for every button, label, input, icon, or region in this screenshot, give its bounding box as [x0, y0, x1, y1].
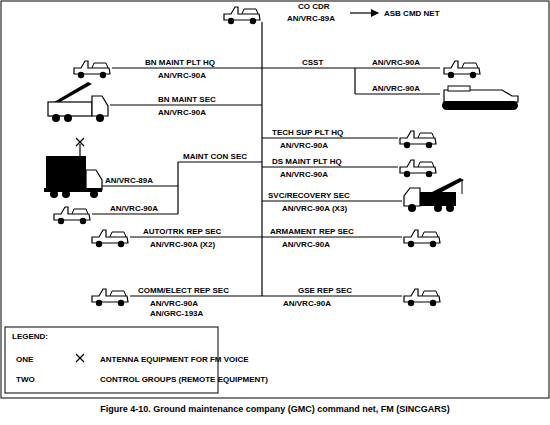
wrecker-bed: [420, 192, 456, 206]
net-trunk: [261, 22, 262, 296]
legend-text: CONTROL GROUPS (REMOTE EQUIPMENT): [100, 375, 268, 384]
net-branch: [130, 295, 262, 296]
jeep-symbol: [400, 160, 436, 177]
net-branch: [110, 104, 262, 105]
wrecker-boom: [432, 178, 464, 194]
wheel: [64, 114, 72, 122]
net-lines: [92, 13, 440, 296]
wrecker-truck: [404, 178, 464, 212]
truck-cab: [86, 170, 102, 190]
station-label: AN/VRC-90A: [372, 58, 420, 67]
station-label: GSE REP SEC: [298, 286, 352, 295]
truck-cab: [92, 96, 108, 116]
jeep-symbol: [400, 131, 436, 148]
station-label: AN/GRC-193A: [150, 309, 203, 318]
station-label: SVC/RECOVERY SEC: [268, 191, 350, 200]
figure-caption: Figure 4-10. Ground maintenance company …: [0, 404, 550, 415]
figure-frame: [1, 1, 549, 398]
jeep-symbol: [444, 61, 480, 78]
antenna-symbol: [76, 138, 84, 146]
jeep-symbol: [92, 289, 128, 306]
station-label: AUTO/TRK REP SEC: [143, 227, 221, 236]
station-label: CO CDR: [298, 2, 330, 11]
wheel: [52, 114, 60, 122]
station-label: COMM/ELECT REP SEC: [138, 286, 229, 295]
antenna-symbol: [76, 354, 84, 362]
station-label: ASB CMD NET: [384, 9, 440, 18]
net-branch: [262, 137, 398, 138]
net-branch: [177, 162, 178, 214]
jeep-symbol: [404, 289, 440, 306]
wheel: [446, 204, 454, 212]
track: [442, 101, 518, 110]
antenna-symbol: [76, 138, 84, 146]
station-label: AN/VRC-90A: [282, 240, 330, 249]
wheel: [434, 204, 442, 212]
wheel: [90, 190, 98, 198]
hull: [444, 90, 518, 102]
station-label: MAINT CON SEC: [183, 152, 247, 161]
wheel: [62, 190, 70, 198]
net-branch: [262, 67, 440, 68]
station-label: DS MAINT PLT HQ: [272, 157, 342, 166]
truck-cab: [404, 188, 420, 206]
legend-text: ANTENNA EQUIPMENT FOR FM VOICE: [100, 355, 249, 364]
jeep-symbol: [224, 7, 260, 24]
net-branch: [178, 161, 262, 162]
station-label: AN/VRC-89A: [105, 176, 153, 185]
antenna-symbol: [76, 354, 84, 362]
van-shelter: [46, 156, 86, 190]
station-label: ONE: [16, 355, 33, 364]
hook-cable: [462, 180, 463, 194]
van-truck: [44, 138, 102, 198]
crane-boom: [54, 82, 92, 102]
jeep-symbol: [404, 230, 440, 247]
wheel: [96, 114, 104, 122]
station-label: AN/VRC-90A: [150, 299, 198, 308]
wheel: [50, 190, 58, 198]
net-branch: [355, 93, 440, 94]
station-label: CSST: [302, 58, 323, 67]
station-label: TWO: [16, 375, 35, 384]
station-label: AN/VRC-90A: [158, 108, 206, 117]
station-label: TECH SUP PLT HQ: [272, 128, 343, 137]
net-branch: [262, 200, 402, 201]
tracked-vehicle: [442, 86, 518, 110]
station-label: LEGEND:: [12, 332, 48, 341]
station-label: AN/VRC-90A: [280, 141, 328, 150]
net-branch: [262, 295, 402, 296]
jeep-symbol: [92, 230, 128, 247]
net-branch: [130, 236, 262, 237]
net-branch: [262, 236, 402, 237]
wheel: [408, 204, 416, 212]
legend-antenna-symbol: [76, 354, 84, 362]
antenna-mast: [79, 144, 80, 156]
station-label: AN/VRC-90A (X3): [282, 204, 347, 213]
station-label: BN MAINT SEC: [158, 95, 216, 104]
station-label: AN/VRC-90A: [372, 84, 420, 93]
station-label: AN/VRC-90A: [110, 204, 158, 213]
jeep-symbol: [74, 61, 110, 78]
net-branch: [92, 213, 178, 214]
truck-bed: [48, 102, 92, 116]
net-branch: [100, 185, 178, 186]
station-label: AN/VRC-90A: [158, 71, 206, 80]
station-label: AN/VRC-89A: [287, 14, 335, 23]
jeep-symbol: [54, 207, 90, 224]
station-label: BN MAINT PLT HQ: [145, 58, 215, 67]
station-label: AN/VRC-90A: [280, 170, 328, 179]
station-label: ARMAMENT REP SEC: [270, 227, 354, 236]
net-branch: [262, 166, 398, 167]
crane-truck: [48, 82, 108, 122]
net-arrow: [350, 12, 378, 13]
station-label: AN/VRC-90A (X2): [150, 240, 215, 249]
net-branch: [354, 68, 355, 94]
net-branch: [112, 67, 262, 68]
hatch: [448, 86, 470, 91]
station-label: AN/VRC-90A: [283, 299, 331, 308]
